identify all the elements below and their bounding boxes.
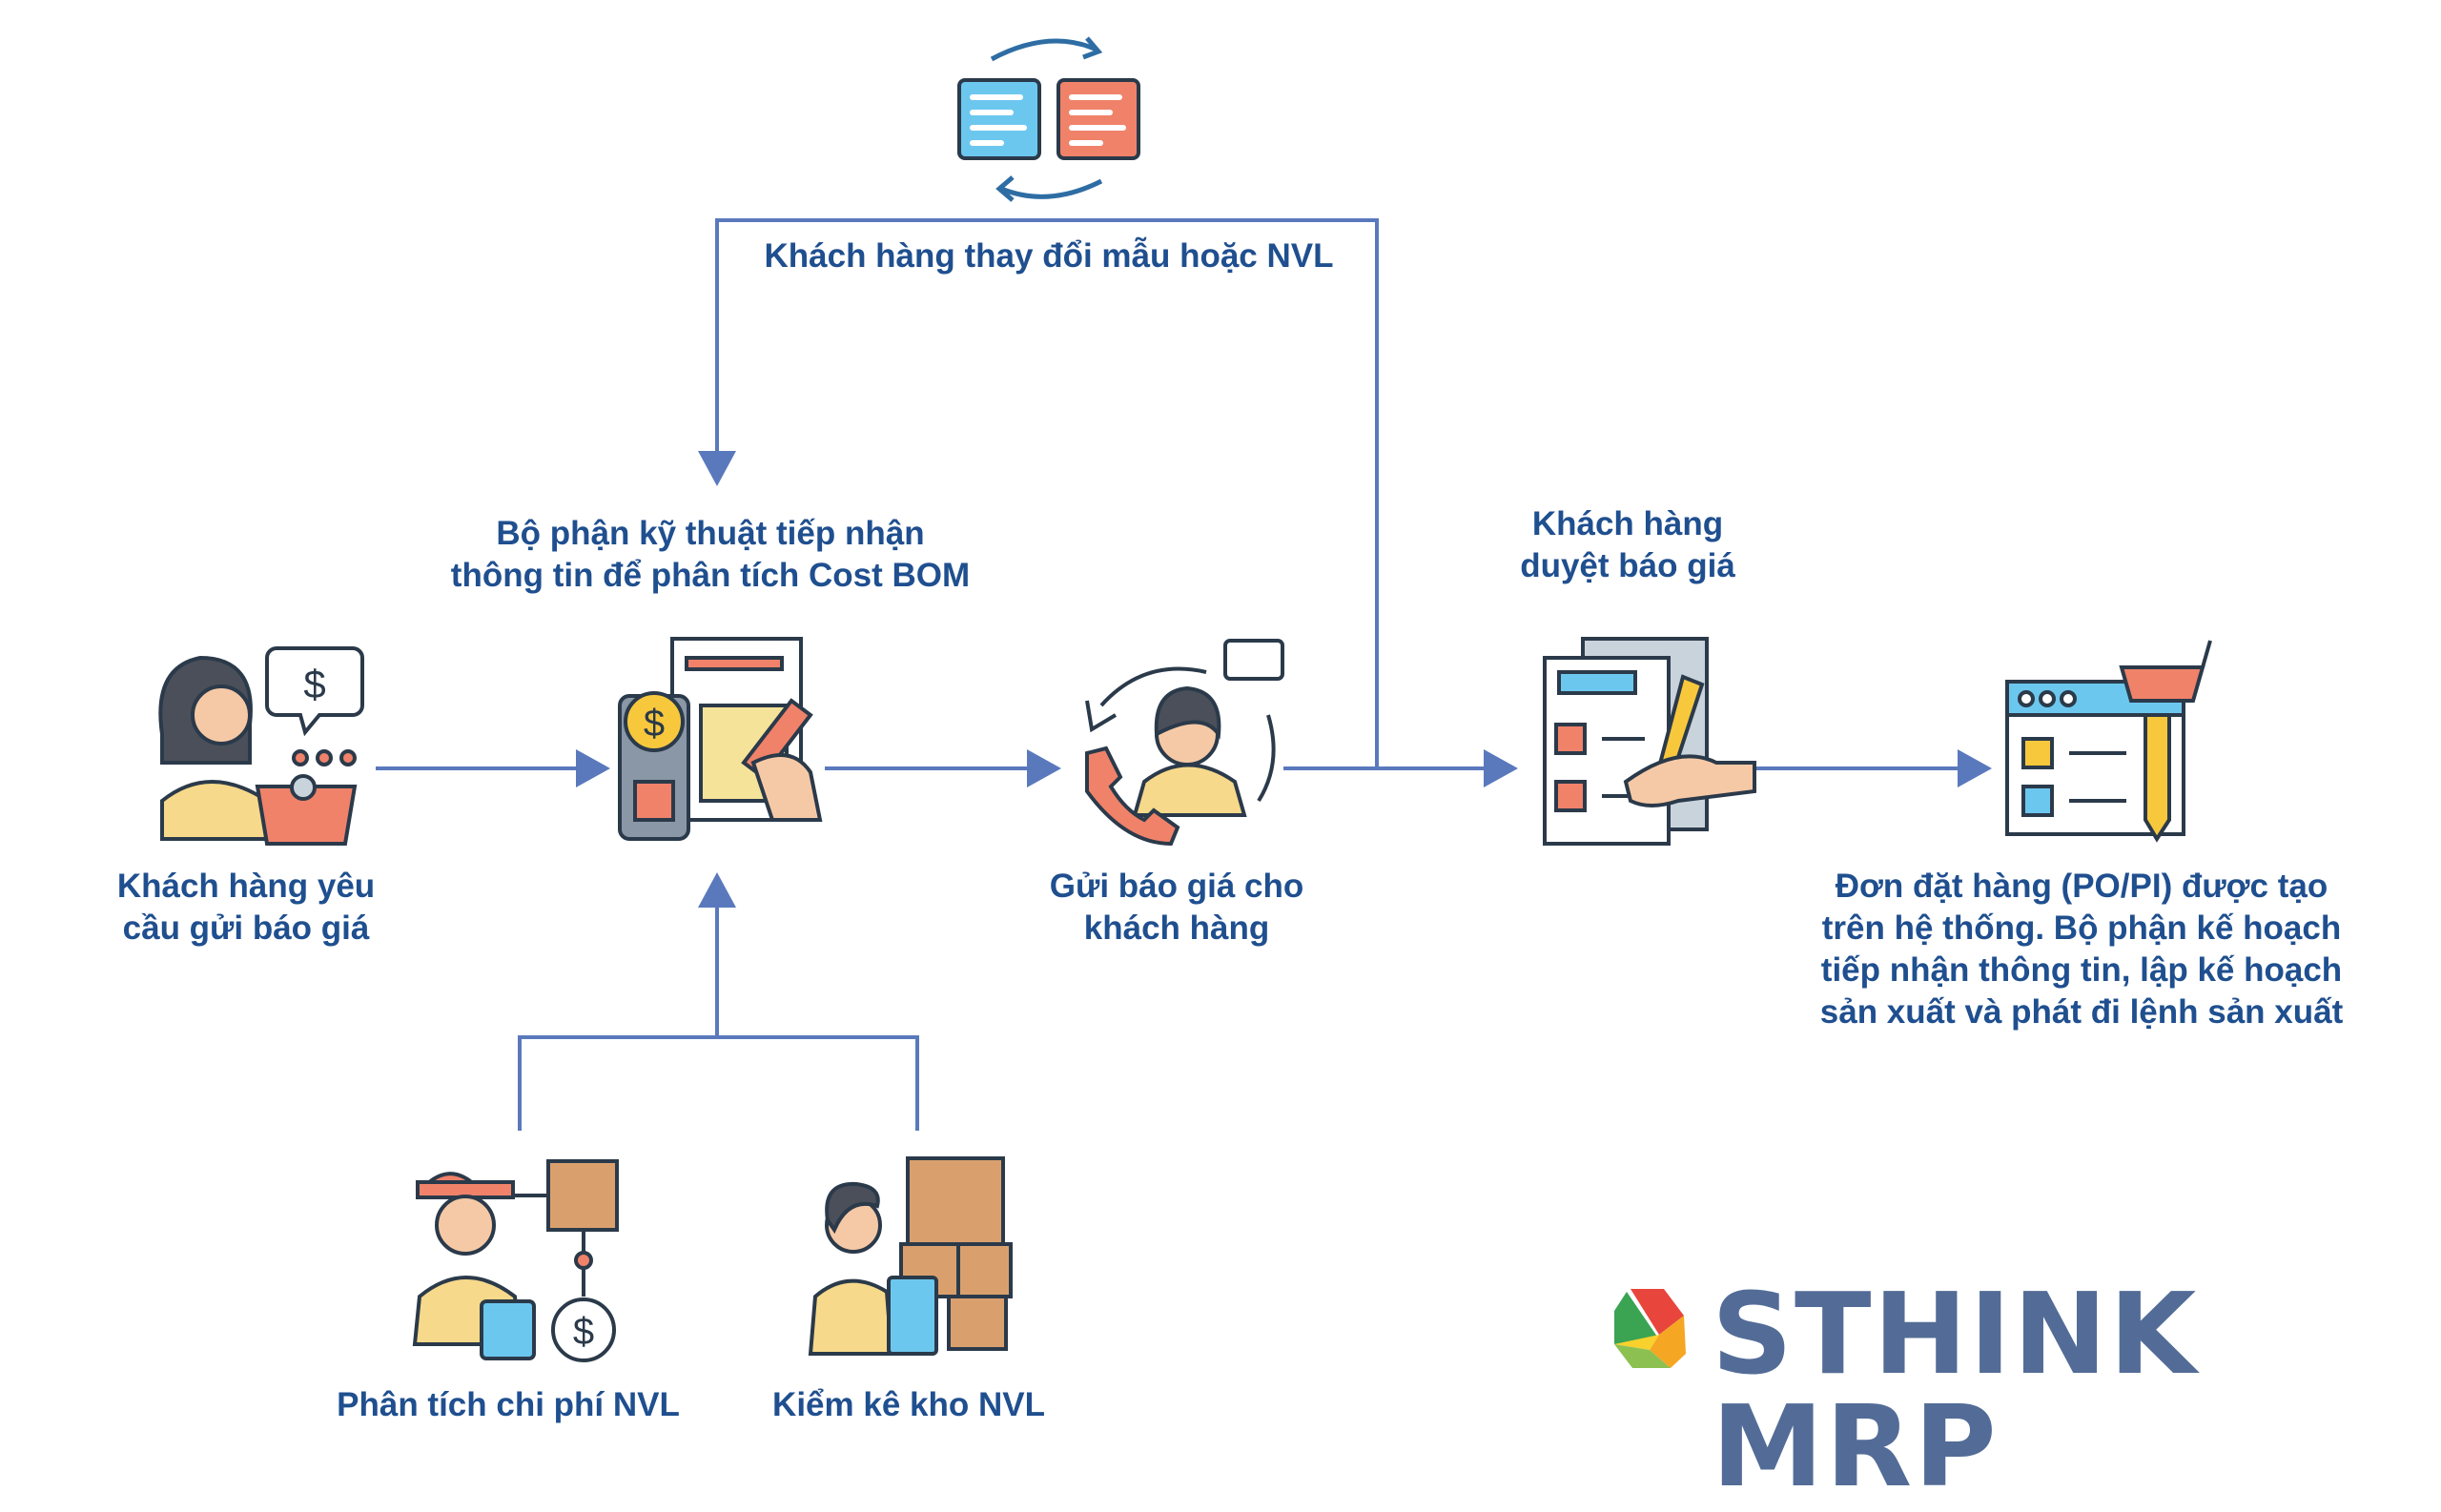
arrowheads	[576, 451, 1992, 908]
order-system-icon	[2005, 640, 2212, 843]
checklist-sign-icon	[1543, 637, 1756, 846]
cost-calculation-icon: $	[618, 637, 823, 841]
svg-text:$: $	[573, 1311, 594, 1353]
arrowhead	[576, 749, 610, 787]
step-2-line: Bộ phận kỹ thuật tiếp nhận	[496, 515, 925, 552]
step-2-label: Bộ phận kỹ thuật tiếp nhận thông tin để …	[451, 513, 970, 597]
step-5-line: Đơn đặt hàng (PO/PI) được tạo	[1835, 868, 2328, 905]
step-5-line: sản xuất và phát đi lệnh sản xuất	[1819, 993, 2344, 1031]
svg-text:$: $	[303, 662, 325, 706]
brand-logo-text: STHINK MRP	[1712, 1268, 2199, 1512]
svg-text:$: $	[644, 703, 665, 745]
arrowhead	[698, 451, 736, 486]
step-3-label: Gửi báo giá cho khách hàng	[1050, 866, 1303, 950]
customer-basket-icon: $	[158, 646, 364, 846]
step-3-line: khách hàng	[1083, 909, 1270, 947]
change-loop-line	[715, 218, 1379, 768]
document-swap-icon	[957, 36, 1140, 202]
step-1-line: Khách hàng yêu	[116, 868, 376, 905]
step-5-line: trên hệ thống. Bộ phận kế hoạch	[1821, 909, 2342, 947]
step-4-label: Khách hàng duyệt báo giá	[1520, 503, 1735, 587]
connectors	[376, 218, 1958, 1131]
arrowhead	[698, 872, 736, 908]
step-5-label: Đơn đặt hàng (PO/PI) được tạo trên hệ th…	[1820, 866, 2343, 1033]
sthink-logo-mark	[1614, 1289, 1686, 1368]
input-1-label: Phân tích chi phí NVL	[337, 1386, 680, 1423]
input-2-label: Kiểm kê kho NVL	[772, 1386, 1045, 1423]
worker-cost-icon: $	[412, 1159, 619, 1362]
arrowhead	[1484, 749, 1518, 787]
flow-diagram: $ $	[158, 36, 2212, 1368]
step-3-line: Gửi báo giá cho	[1049, 868, 1304, 905]
step-4-line: Khách hàng	[1531, 505, 1724, 542]
arrowhead	[1027, 749, 1061, 787]
warehouse-inventory-icon	[808, 1156, 1013, 1356]
step-4-line: duyệt báo giá	[1520, 547, 1735, 584]
step-5-line: tiếp nhận thông tin, lập kế hoạch	[1820, 951, 2343, 989]
step-1-label: Khách hàng yêu cầu gửi báo giá	[117, 866, 375, 950]
call-support-icon	[1085, 639, 1284, 847]
change-loop-label: Khách hàng thay đổi mẫu hoặc NVL	[764, 237, 1334, 275]
step-2-line: thông tin để phân tích Cost BOM	[450, 557, 971, 594]
arrowhead	[1958, 749, 1992, 787]
inputs-branch-line	[518, 1035, 919, 1131]
step-1-line: cầu gửi báo giá	[122, 909, 370, 947]
